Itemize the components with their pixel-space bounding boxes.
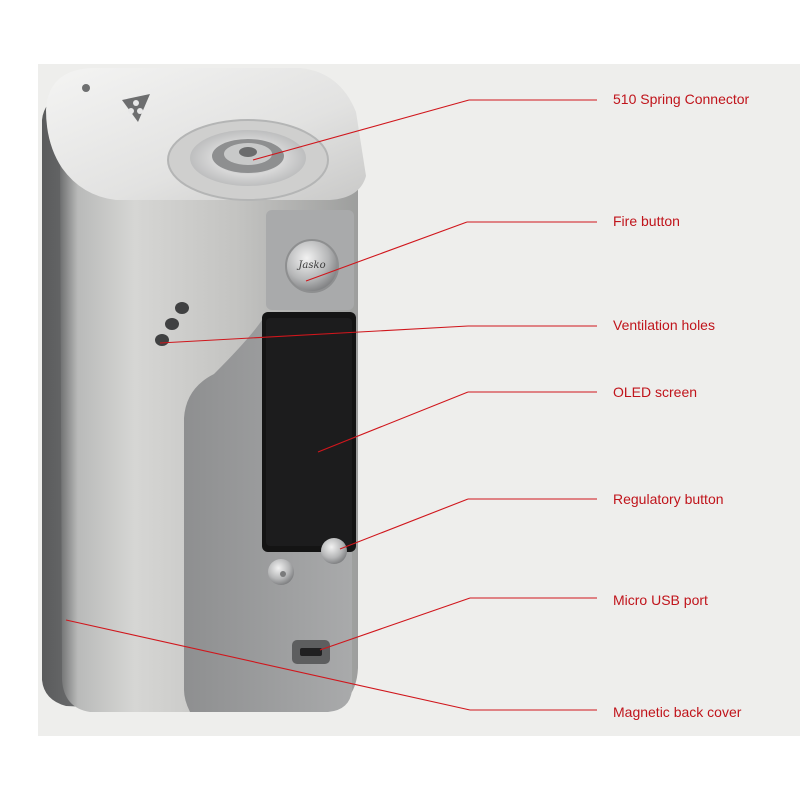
label-510-spring-connector: 510 Spring Connector [613,91,749,107]
label-micro-usb-port: Micro USB port [613,592,708,608]
regulatory-button-right [321,538,347,564]
label-regulatory-button: Regulatory button [613,491,724,507]
callout-line-reg [340,499,468,549]
oled-screen-glass [266,318,352,546]
label-magnetic-back-cover: Magnetic back cover [613,704,741,720]
fire-button-logo: Jasko [296,260,325,271]
label-fire-button: Fire button [613,213,680,229]
pinhole [82,84,90,92]
label-ventilation-holes: Ventilation holes [613,317,715,333]
label-oled-screen: OLED screen [613,384,697,400]
spring-pin [239,147,257,157]
